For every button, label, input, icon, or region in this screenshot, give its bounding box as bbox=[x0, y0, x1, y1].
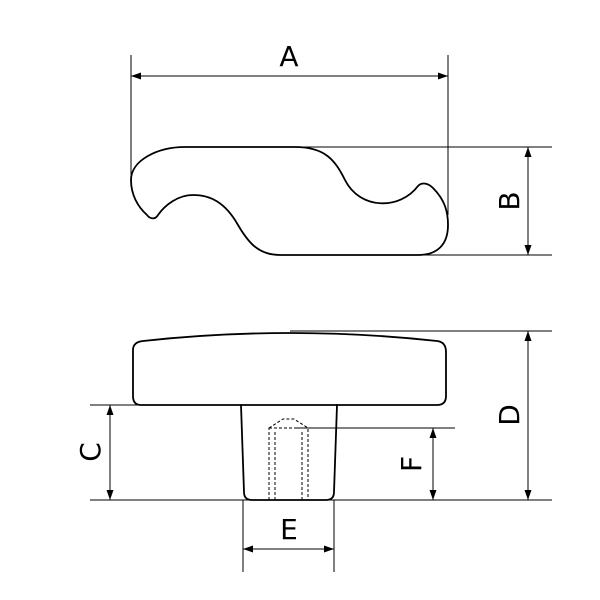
knob-head-outline bbox=[132, 332, 447, 406]
threaded-insert bbox=[268, 418, 309, 501]
dimension-label-b: B bbox=[493, 191, 526, 210]
dimension-label-e: E bbox=[280, 513, 298, 546]
dimension-label-f: F bbox=[395, 456, 428, 472]
dimension-a: A bbox=[130, 40, 449, 215]
side-view: C D F E bbox=[74, 330, 552, 572]
dimension-d: D bbox=[290, 330, 552, 500]
dimension-c: C bbox=[74, 404, 241, 500]
dimension-label-c: C bbox=[74, 442, 107, 462]
dimension-f: F bbox=[294, 427, 455, 500]
dimension-b: B bbox=[295, 146, 552, 256]
knob-top-outline bbox=[130, 146, 449, 256]
top-view: A B bbox=[130, 40, 552, 256]
dimension-label-d: D bbox=[493, 404, 526, 426]
dimension-e: E bbox=[242, 500, 335, 572]
dimension-label-a: A bbox=[279, 40, 298, 73]
insert-tip-hidden bbox=[268, 418, 309, 429]
